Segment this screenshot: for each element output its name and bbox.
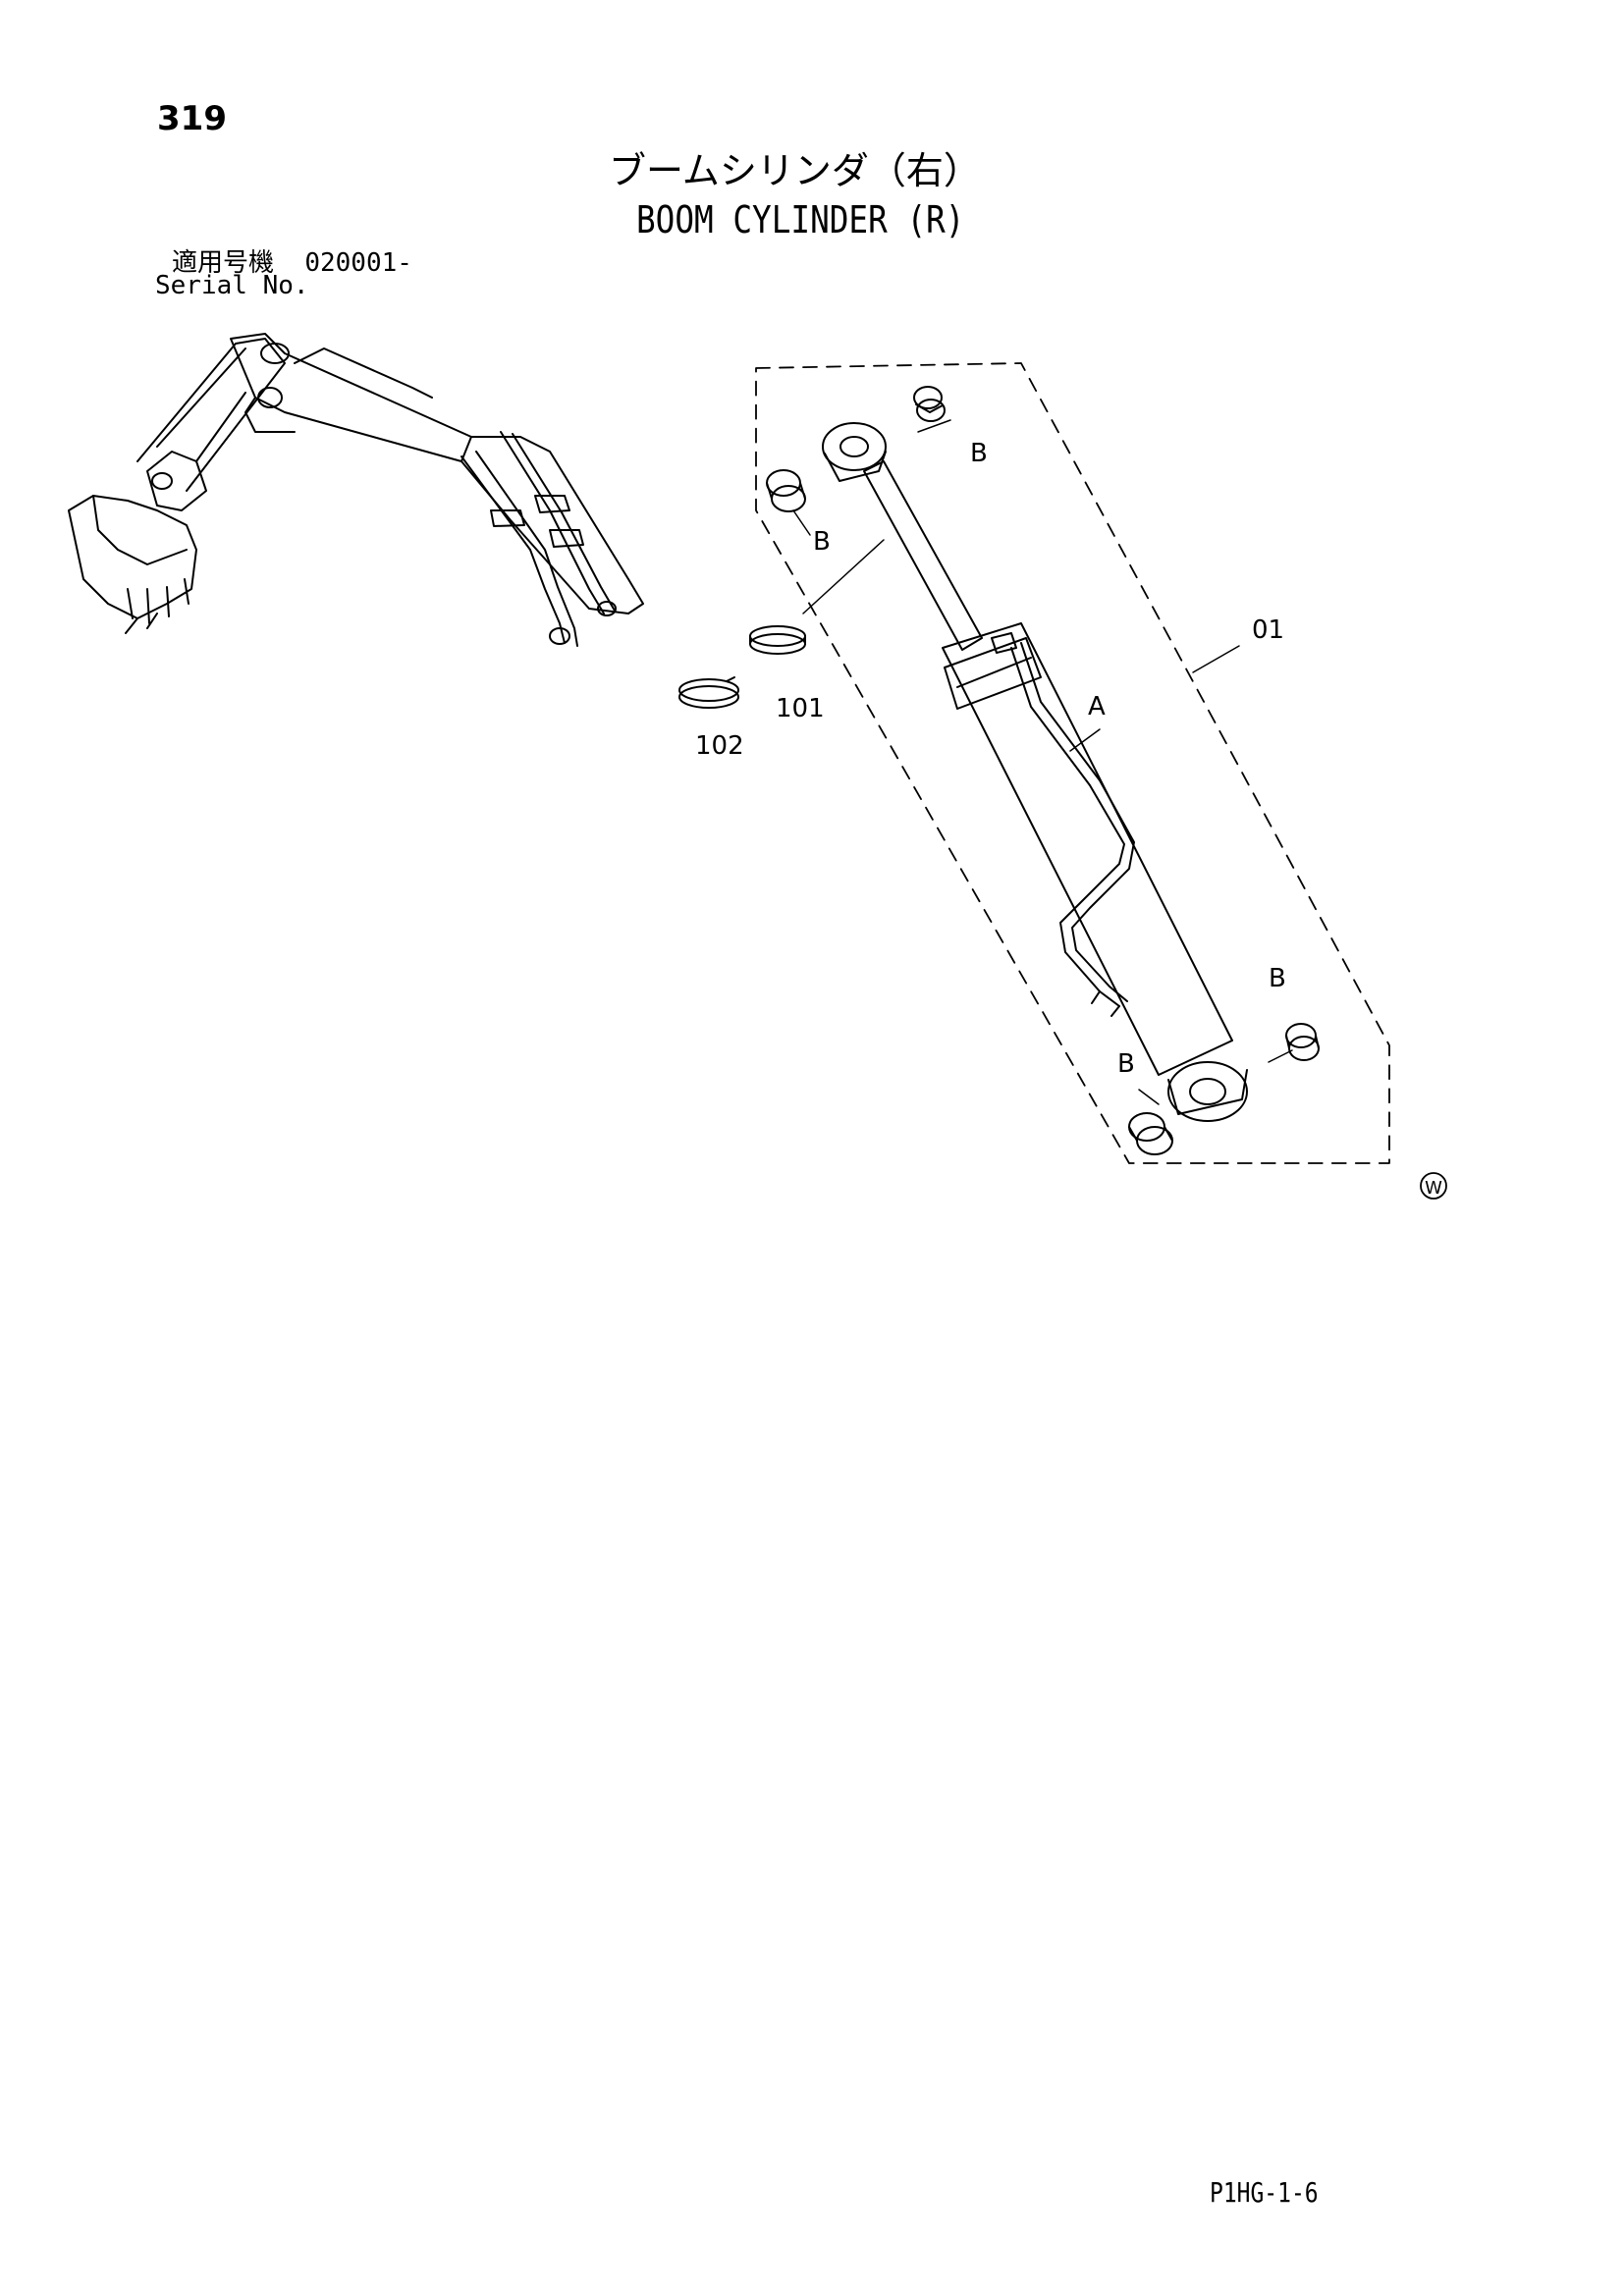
callout-hose-a: A	[1088, 692, 1106, 721]
bushing-b-bottom-left	[1128, 1112, 1173, 1155]
hose-a	[1010, 647, 1125, 1007]
serial-label-english: Serial No.	[155, 271, 309, 300]
ring-102	[678, 676, 739, 709]
callout-assembly-01: 01	[1252, 615, 1284, 645]
page-title-japanese: ブームシリンダ（右）	[609, 149, 981, 192]
bushing-b-bottom-right	[1285, 1023, 1320, 1061]
callout-b-bottom-right: B	[1269, 964, 1286, 993]
marker-letter: W	[1425, 1178, 1442, 1199]
callout-ring-101: 101	[776, 694, 825, 723]
callout-b-bottom-left: B	[1117, 1049, 1135, 1079]
assembly-boundary	[755, 362, 1390, 1164]
serial-label-japanese: 適用号機	[172, 248, 275, 278]
callout-b-top-right: B	[970, 439, 988, 468]
ring-101	[749, 625, 806, 655]
boom-cylinder-assembly	[822, 422, 1248, 1122]
callout-ring-102: 102	[695, 731, 744, 761]
callout-b-top-left: B	[813, 527, 831, 557]
excavator-overview-illustration	[68, 333, 644, 647]
page-title-english: BOOM CYLINDER (R)	[636, 198, 965, 241]
document-code: P1HG-1-6	[1210, 2176, 1319, 2209]
page-number: 319	[157, 99, 227, 138]
serial-number-value: 020001-	[304, 248, 412, 278]
circled-w-marker: W	[1420, 1172, 1447, 1200]
bushing-b-top-right	[913, 386, 946, 422]
serial-applicability: 適用号機 020001-	[172, 250, 412, 276]
bushing-b-top-left	[766, 469, 806, 512]
